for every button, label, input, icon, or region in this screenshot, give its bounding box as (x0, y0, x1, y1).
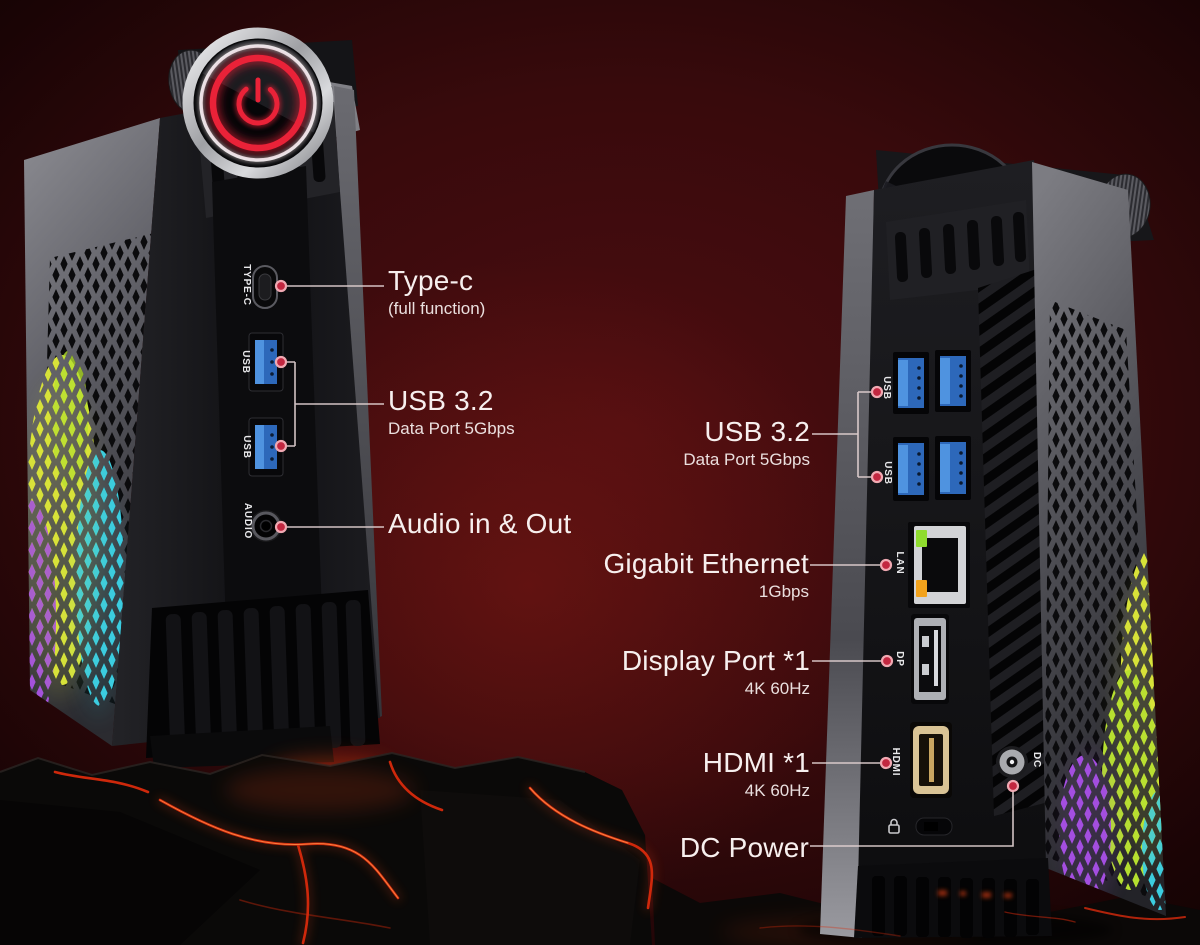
lan-label: LAN (894, 552, 905, 575)
mini-pc-front: TYPE-C USB USB AUDIO (24, 8, 390, 784)
annotation-usb-rear: USB 3.2 Data Port 5Gbps (683, 417, 810, 469)
annotation-dc-power-title: DC Power (679, 832, 809, 863)
front-side-panel (24, 118, 160, 746)
annotation-typec-subtitle: (full function) (388, 298, 486, 318)
rear-usb-ports (893, 350, 971, 501)
usb-port-front-1 (248, 332, 284, 392)
callout-dots (274, 279, 1020, 793)
front-port-channel (212, 166, 322, 630)
rear-top-fins (886, 200, 1030, 300)
usb-port-rear-4 (935, 436, 971, 500)
lava-cracks (53, 760, 1186, 945)
front-bottom-fins (146, 590, 390, 784)
annotation-typec-title: Type-c (388, 265, 474, 296)
annotation-typec: Type-c (full function) (388, 266, 485, 318)
annotation-ethernet-subtitle: 1Gbps (758, 581, 809, 601)
front-usb-bottom-label: USB (241, 435, 252, 459)
front-usb-top-label: USB (240, 350, 251, 374)
annotation-display-port-title: Display Port *1 (621, 645, 810, 676)
lan-led-green (916, 530, 927, 547)
rock-ground-left (0, 751, 1186, 945)
usb-port-front-2 (248, 417, 284, 477)
lan-port (908, 522, 970, 608)
annotation-ethernet-title: Gigabit Ethernet (603, 548, 809, 579)
rear-side-panel (1032, 162, 1166, 916)
rear-base (854, 858, 1052, 938)
annotation-usb-front-title: USB 3.2 (388, 385, 494, 416)
hdmi-port (910, 722, 952, 798)
rear-left-edge (820, 190, 874, 938)
power-icon (234, 77, 282, 128)
annotation-ethernet: Gigabit Ethernet 1Gbps (603, 549, 809, 601)
annotation-usb-rear-title: USB 3.2 (704, 416, 810, 447)
kensington-lock-slot (915, 817, 953, 836)
annotation-audio-title: Audio in & Out (388, 508, 572, 539)
audio-label: AUDIO (242, 503, 253, 539)
typec-label: TYPE-C (241, 264, 252, 305)
vent-grille (978, 268, 1056, 816)
annotation-hdmi-title: HDMI *1 (702, 747, 810, 778)
rear-usb-top-label: USB (881, 376, 892, 400)
hdmi-label: HDMI (890, 748, 901, 777)
annotation-hdmi-subtitle: 4K 60Hz (744, 780, 810, 800)
displayport-port (911, 614, 949, 704)
annotation-hdmi: HDMI *1 4K 60Hz (703, 748, 810, 800)
power-button (163, 8, 353, 198)
dc-label: DC (1031, 752, 1042, 768)
typec-port (252, 265, 278, 309)
annotation-usb-rear-subtitle: Data Port 5Gbps (683, 449, 810, 469)
kensington-lock-icon (888, 818, 900, 834)
rear-usb-bottom-label: USB (882, 461, 893, 485)
callout-leader-lines (274, 279, 1020, 847)
front-right-edge (334, 86, 382, 724)
annotation-display-port-subtitle: 4K 60Hz (744, 678, 810, 698)
annotation-audio: Audio in & Out (388, 509, 571, 539)
usb-port-rear-1 (893, 352, 929, 414)
usb-port-rear-3 (893, 437, 929, 501)
dc-power-jack (996, 746, 1028, 778)
annotation-usb-front: USB 3.2 Data Port 5Gbps (388, 386, 515, 438)
front-foot-bar (150, 726, 334, 768)
annotation-display-port: Display Port *1 4K 60Hz (622, 646, 810, 698)
annotation-usb-front-subtitle: Data Port 5Gbps (388, 418, 515, 438)
mini-pc-rear: USB USB LAN DP HDMI DC (797, 143, 1166, 945)
dp-label: DP (894, 651, 905, 667)
leader-usb-rear (812, 391, 872, 478)
usb-port-rear-2 (935, 350, 971, 412)
leader-usb-front (286, 361, 384, 447)
lan-led-orange (916, 580, 927, 597)
leader-dc (810, 791, 1014, 847)
annotation-dc-power: DC Power (680, 833, 809, 863)
